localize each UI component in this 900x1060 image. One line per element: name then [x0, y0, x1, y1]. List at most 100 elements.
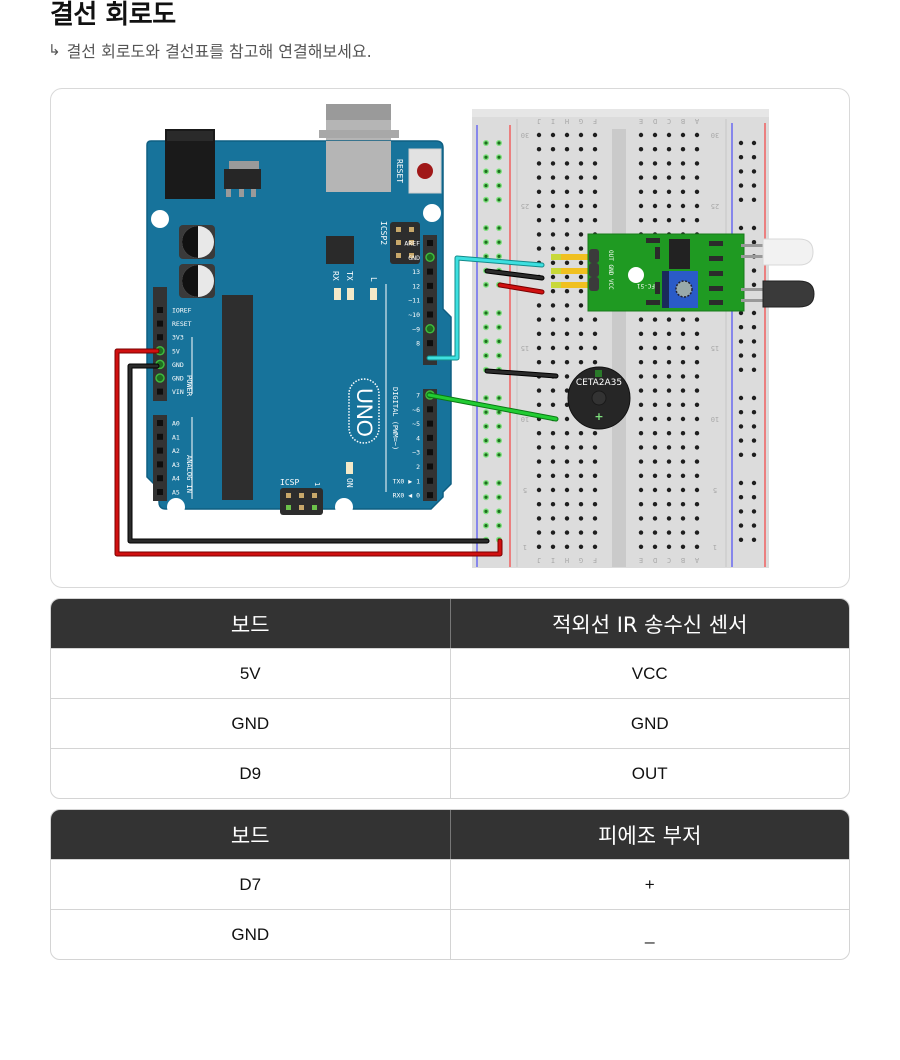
breadboard-hole	[578, 516, 584, 521]
column-label-bottom: E	[639, 556, 643, 564]
breadboard-hole	[564, 303, 570, 308]
rail-hole-core	[497, 509, 501, 513]
breadboard-hole	[592, 544, 598, 549]
breadboard-hole	[536, 445, 542, 450]
icsp2-pins	[396, 227, 414, 258]
breadboard-hole	[578, 487, 584, 493]
breadboard-hole	[666, 544, 672, 549]
rail-hole-core	[497, 453, 501, 457]
breadboard-hole	[550, 502, 556, 507]
ir-module-header-pins	[551, 254, 591, 288]
breadboard-hole	[564, 260, 570, 265]
breadboard-hole	[578, 544, 584, 549]
breadboard-hole	[536, 203, 542, 209]
column-label-top: D	[653, 117, 657, 125]
rail-hole	[738, 452, 744, 457]
usb-body	[326, 141, 391, 192]
breadboard-hole	[550, 246, 556, 251]
rail-hole	[751, 509, 757, 514]
breadboard-hole	[550, 203, 556, 209]
breadboard-hole	[694, 416, 700, 422]
breadboard-hole	[564, 374, 570, 379]
header-pin	[157, 375, 163, 381]
breadboard-hole	[536, 530, 542, 535]
capacitor	[179, 264, 215, 298]
breadboard-hole	[536, 388, 542, 393]
column-label-bottom: F	[593, 556, 597, 564]
buzzer-pin-cell: +	[449, 860, 850, 909]
breadboard-hole	[638, 544, 644, 549]
breadboard-hole	[638, 473, 644, 478]
pin-label: A3	[172, 461, 180, 469]
breadboard-hole	[694, 161, 700, 166]
pin-label: A2	[172, 447, 180, 455]
breadboard-hole	[564, 530, 570, 535]
pin-label: GND	[172, 375, 184, 383]
mounting-hole	[151, 210, 169, 228]
buzzer-label: CETA2A35	[576, 378, 622, 388]
breadboard-hole	[694, 445, 700, 450]
header-pin	[157, 361, 163, 368]
rail-hole-core	[484, 453, 488, 457]
pin-label: A1	[172, 433, 180, 441]
breadboard-hole	[666, 317, 672, 322]
rail-hole	[738, 310, 744, 316]
rail-hole-core	[497, 339, 501, 343]
breadboard-hole	[592, 459, 598, 464]
wire-ir-gnd-core	[485, 269, 544, 280]
rail-hole	[738, 523, 744, 528]
rail-hole-core	[484, 283, 488, 287]
breadboard-hole	[680, 317, 686, 322]
column-label-top: F	[593, 117, 597, 125]
breadboard-hole	[680, 431, 686, 436]
breadboard-hole	[592, 189, 598, 194]
pin-label: ~5	[412, 420, 420, 428]
pin-label: A0	[172, 420, 180, 428]
table-row: D7 +	[51, 859, 849, 909]
rail-hole-core	[497, 198, 501, 202]
breadboard-hole	[680, 218, 686, 223]
breadboard-hole	[578, 189, 584, 194]
center-channel	[612, 129, 626, 567]
breadboard-hole	[652, 189, 658, 194]
breadboard-hole	[592, 502, 598, 507]
row-number-label: 10	[711, 415, 719, 423]
breadboard-hole	[694, 345, 700, 351]
breadboard-hole	[564, 360, 570, 365]
breadboard-hole	[550, 487, 556, 493]
header-pin	[427, 254, 433, 261]
header-pin	[157, 461, 163, 468]
breadboard-hole	[592, 147, 598, 152]
rail-hole	[751, 140, 757, 146]
pin-label: VIN	[172, 388, 184, 396]
breadboard-hole	[536, 402, 542, 407]
table-row: GND _	[51, 909, 849, 959]
breadboard-hole	[638, 502, 644, 507]
pin-connected-ring	[425, 252, 435, 263]
breadboard-hole	[666, 487, 672, 493]
rail-hole-core	[484, 410, 488, 414]
reset-label: RESET	[395, 159, 404, 183]
column-header: 보드	[230, 612, 270, 637]
breadboard-hole	[638, 161, 644, 166]
rail-hole	[751, 225, 757, 231]
breadboard-hole	[652, 416, 658, 422]
rail-hole-core	[484, 424, 488, 428]
column-label-bottom: D	[653, 556, 657, 564]
row-number-label: 15	[711, 344, 719, 352]
breadboard-hole	[550, 402, 556, 407]
rail-hole-core	[484, 141, 488, 145]
rail-hole	[751, 537, 757, 542]
rail-hole-core	[484, 439, 488, 443]
breadboard-hole	[592, 132, 598, 138]
rail-hole-core	[484, 169, 488, 173]
rail-hole	[738, 367, 744, 372]
icsp2-label: ICSP2	[379, 221, 388, 245]
header-pin	[157, 475, 163, 482]
column-label-bottom: G	[579, 556, 583, 564]
power-jack-top	[167, 131, 213, 141]
column-header: 보드	[230, 823, 270, 848]
breadboard-hole	[680, 132, 686, 138]
